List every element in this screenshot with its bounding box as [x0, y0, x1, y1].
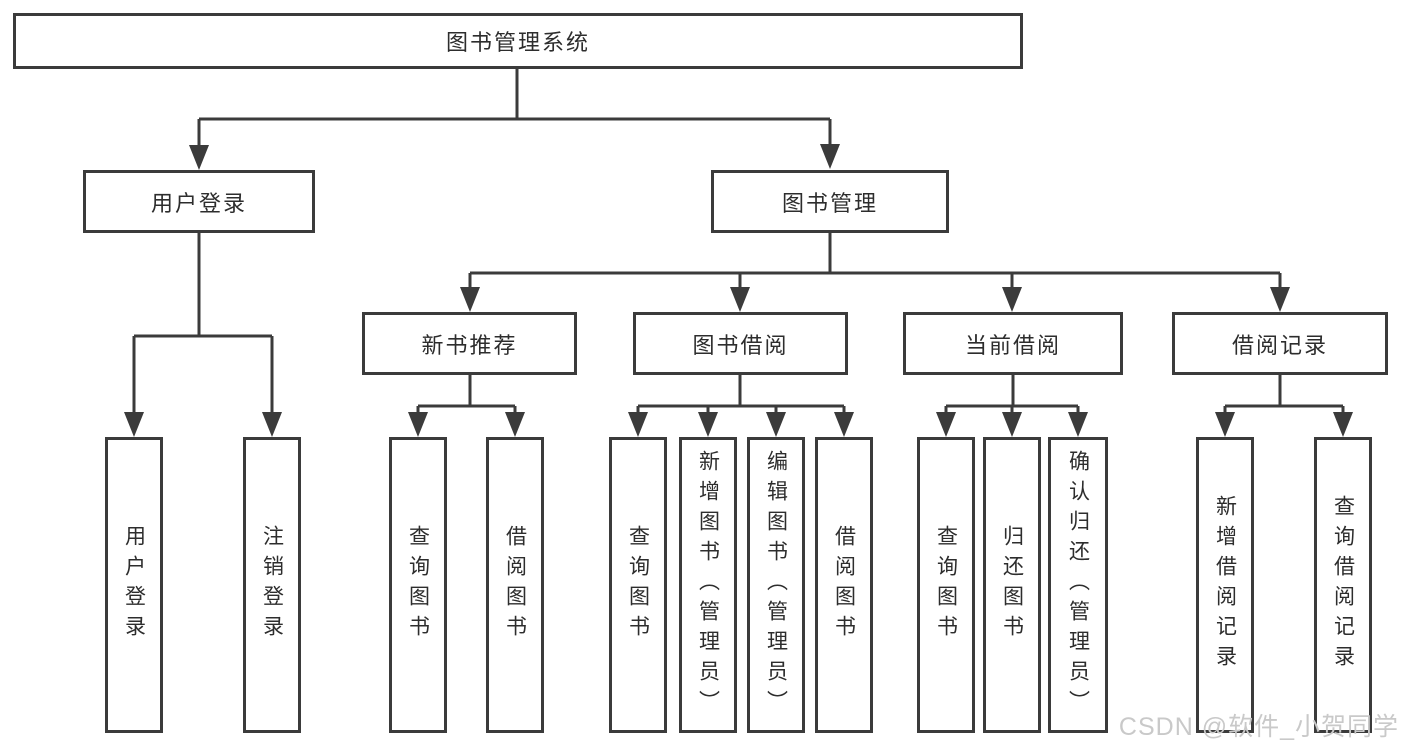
node-leaf-current-return: 归还图书	[983, 437, 1041, 733]
arrow-icon	[262, 412, 282, 437]
arrow-icon	[730, 287, 750, 312]
arrow-icon	[628, 412, 648, 437]
arrow-icon	[189, 145, 209, 170]
node-leaf-borrow-add-label: 新增图书（管理员）	[696, 450, 720, 720]
node-leaf-logout: 注销登录	[243, 437, 301, 733]
node-leaf-current-return-label: 归还图书	[1000, 525, 1024, 645]
node-user-login-group-label: 用户登录	[150, 190, 247, 216]
arrow-icon	[408, 412, 428, 437]
connector-records-to-leaves	[1223, 375, 1345, 414]
arrow-icon	[460, 287, 480, 312]
node-leaf-borrow-add: 新增图书（管理员）	[679, 437, 737, 733]
arrow-icon	[698, 412, 718, 437]
arrow-icon	[1333, 412, 1353, 437]
node-leaf-newbook-borrow: 借阅图书	[486, 437, 544, 733]
node-book-borrow-label: 图书借阅	[692, 332, 789, 358]
node-leaf-record-query-label: 查询借阅记录	[1331, 495, 1355, 675]
node-root-label: 图书管理系统	[445, 30, 590, 55]
node-root: 图书管理系统	[13, 13, 1023, 69]
arrow-icon	[766, 412, 786, 437]
arrow-icon	[505, 412, 525, 437]
node-leaf-user-login: 用户登录	[105, 437, 163, 733]
node-leaf-borrow-query-label: 查询图书	[626, 525, 650, 645]
node-leaf-current-confirm: 确认归还（管理员）	[1048, 437, 1108, 733]
connector-root-to-level2	[197, 69, 832, 148]
arrow-icon	[1270, 287, 1290, 312]
node-borrow-records: 借阅记录	[1172, 312, 1388, 375]
node-leaf-record-query: 查询借阅记录	[1314, 437, 1372, 733]
node-leaf-borrow-edit-label: 编辑图书（管理员）	[764, 450, 788, 720]
node-leaf-borrow-edit: 编辑图书（管理员）	[747, 437, 805, 733]
arrow-icon	[1068, 412, 1088, 437]
connector-bookborrow-to-leaves	[636, 375, 846, 414]
node-leaf-current-query: 查询图书	[917, 437, 975, 733]
connector-userlogin-to-leaves	[132, 233, 274, 414]
node-new-book-recommend: 新书推荐	[362, 312, 577, 375]
node-borrow-records-label: 借阅记录	[1231, 332, 1328, 358]
csdn-watermark: CSDN @软件_小贺同学	[1118, 713, 1399, 741]
node-leaf-current-confirm-label: 确认归还（管理员）	[1066, 450, 1090, 720]
arrow-icon	[124, 412, 144, 437]
arrow-icon	[1002, 287, 1022, 312]
node-leaf-borrow-query: 查询图书	[609, 437, 667, 733]
node-book-borrow: 图书借阅	[633, 312, 848, 375]
node-leaf-newbook-query-label: 查询图书	[406, 525, 430, 645]
node-leaf-borrow-borrow-label: 借阅图书	[832, 525, 856, 645]
node-leaf-record-add-label: 新增借阅记录	[1213, 495, 1237, 675]
arrow-icon	[1002, 412, 1022, 437]
arrow-icon	[820, 144, 840, 169]
arrow-icon	[834, 412, 854, 437]
node-current-borrow-label: 当前借阅	[964, 332, 1061, 358]
node-leaf-current-query-label: 查询图书	[934, 525, 958, 645]
node-leaf-logout-label: 注销登录	[260, 525, 284, 645]
node-current-borrow: 当前借阅	[903, 312, 1123, 375]
node-user-login-group: 用户登录	[83, 170, 315, 233]
node-book-management-label: 图书管理	[781, 190, 878, 216]
connector-currentborrow-to-leaves	[944, 375, 1080, 414]
node-new-book-recommend-label: 新书推荐	[421, 332, 518, 358]
node-leaf-user-login-label: 用户登录	[122, 525, 146, 645]
node-leaf-borrow-borrow: 借阅图书	[815, 437, 873, 733]
node-leaf-newbook-borrow-label: 借阅图书	[503, 525, 527, 645]
connector-bookmgmt-to-level3	[468, 233, 1282, 290]
node-leaf-record-add: 新增借阅记录	[1196, 437, 1254, 733]
connector-newbook-to-leaves	[416, 375, 517, 414]
arrow-icon	[1215, 412, 1235, 437]
node-leaf-newbook-query: 查询图书	[389, 437, 447, 733]
arrow-icon	[936, 412, 956, 437]
node-book-management: 图书管理	[711, 170, 949, 233]
